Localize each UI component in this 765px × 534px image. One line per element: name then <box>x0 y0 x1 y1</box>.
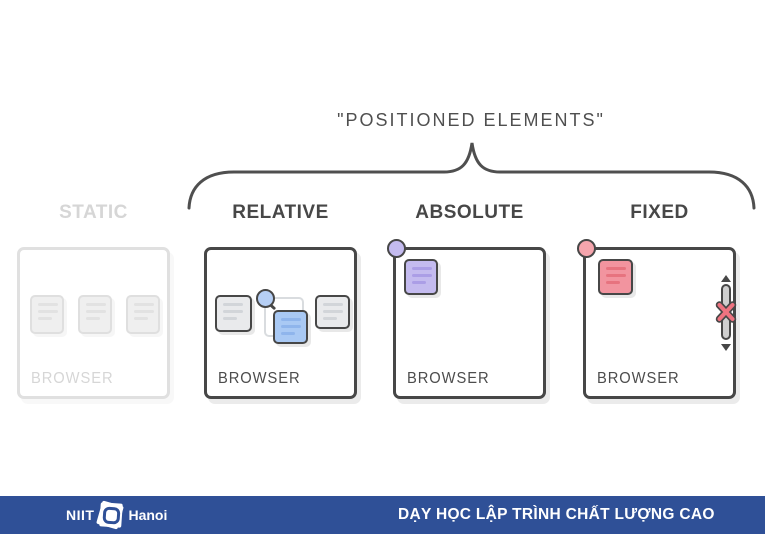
element-card <box>126 295 160 334</box>
hanoi-brand-text: Hanoi <box>128 507 168 523</box>
scroll-down-arrow-icon <box>721 344 731 351</box>
curly-brace-icon <box>187 142 756 210</box>
element-card <box>315 295 350 329</box>
column-title-relative: RELATIVE <box>232 202 329 223</box>
footer-bar: NIIT Hanoi DẠY HỌC LẬP TRÌNH CHẤT LƯỢNG … <box>0 496 765 534</box>
fixed-anchor-dot-icon <box>577 239 596 258</box>
element-card <box>215 295 252 332</box>
browser-label: BROWSER <box>597 370 680 387</box>
niit-brand-text: NIIT <box>66 507 95 523</box>
column-title-fixed: FIXED <box>630 202 689 223</box>
browser-window-static: BROWSER <box>17 247 170 399</box>
column-title-absolute: ABSOLUTE <box>415 202 524 223</box>
browser-window-relative: BROWSER <box>204 247 357 399</box>
browser-window-absolute: BROWSER <box>387 239 546 399</box>
no-scroll-scrollbar-icon <box>715 275 737 351</box>
element-card <box>78 295 112 334</box>
positioned-elements-label: "POSITIONED ELEMENTS" <box>337 110 605 130</box>
footer-slogan: DẠY HỌC LẬP TRÌNH CHẤT LƯỢNG CAO <box>398 506 715 523</box>
column-absolute: ABSOLUTE BROWSER <box>387 202 546 399</box>
absolute-element-card <box>404 259 438 295</box>
no-scroll-x-icon <box>717 303 735 321</box>
column-fixed: FIXED BROWSER <box>577 202 737 399</box>
niit-ict-logo-icon <box>96 500 126 530</box>
browser-window-fixed: BROWSER <box>577 239 737 399</box>
relative-anchor-dot-icon <box>256 289 275 308</box>
element-card <box>30 295 64 334</box>
browser-label: BROWSER <box>407 370 490 387</box>
column-static: STATIC BROWSER <box>17 202 170 399</box>
browser-label: BROWSER <box>218 370 301 387</box>
scroll-up-arrow-icon <box>721 275 731 282</box>
column-title-static: STATIC <box>59 202 128 223</box>
column-relative: RELATIVE BROWSER <box>204 202 357 399</box>
browser-label: BROWSER <box>31 370 114 387</box>
shifted-element-card <box>273 310 308 344</box>
absolute-anchor-dot-icon <box>387 239 406 258</box>
niit-hanoi-logo: NIIT Hanoi <box>66 496 167 534</box>
fixed-element-card <box>598 259 633 295</box>
